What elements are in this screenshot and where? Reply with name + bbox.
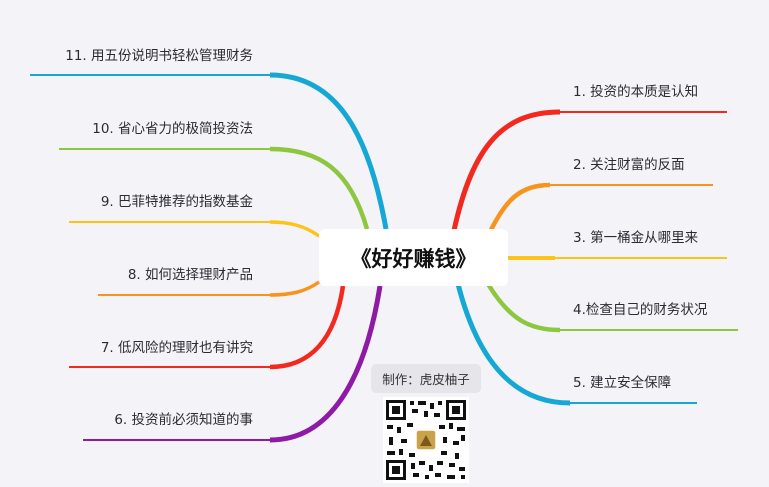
branch-label-8[interactable]: 8. 如何选择理财产品 (127, 267, 253, 283)
branch-label-6[interactable]: 6. 投资前必须知道的事 (114, 412, 253, 428)
branch-label-9[interactable]: 9. 巴菲特推荐的指数基金 (100, 194, 253, 210)
branch-label-3[interactable]: 3. 第一桶金从哪里来 (573, 230, 699, 246)
branch-label-2[interactable]: 2. 关注财富的反面 (573, 157, 685, 173)
branch-label-10[interactable]: 10. 省心省力的极简投资法 (92, 121, 253, 137)
credit-label: 制作：虎皮柚子 (382, 372, 470, 387)
central-topic-title: 《好好赚钱》 (350, 246, 477, 271)
branch-label-5[interactable]: 5. 建立安全保障 (573, 375, 672, 391)
credit-badge: 制作：虎皮柚子 (371, 364, 481, 393)
central-topic[interactable]: 《好好赚钱》 (319, 229, 508, 286)
branch-label-1[interactable]: 1. 投资的本质是认知 (573, 84, 699, 100)
branch-label-11[interactable]: 11. 用五份说明书轻松管理财务 (65, 48, 253, 64)
branch-label-4[interactable]: 4.检查自己的财务状况 (573, 302, 708, 318)
branch-label-7[interactable]: 7. 低风险的理财也有讲究 (100, 340, 253, 356)
qr-code-icon (383, 397, 469, 483)
branch-line-1 (451, 111, 727, 241)
